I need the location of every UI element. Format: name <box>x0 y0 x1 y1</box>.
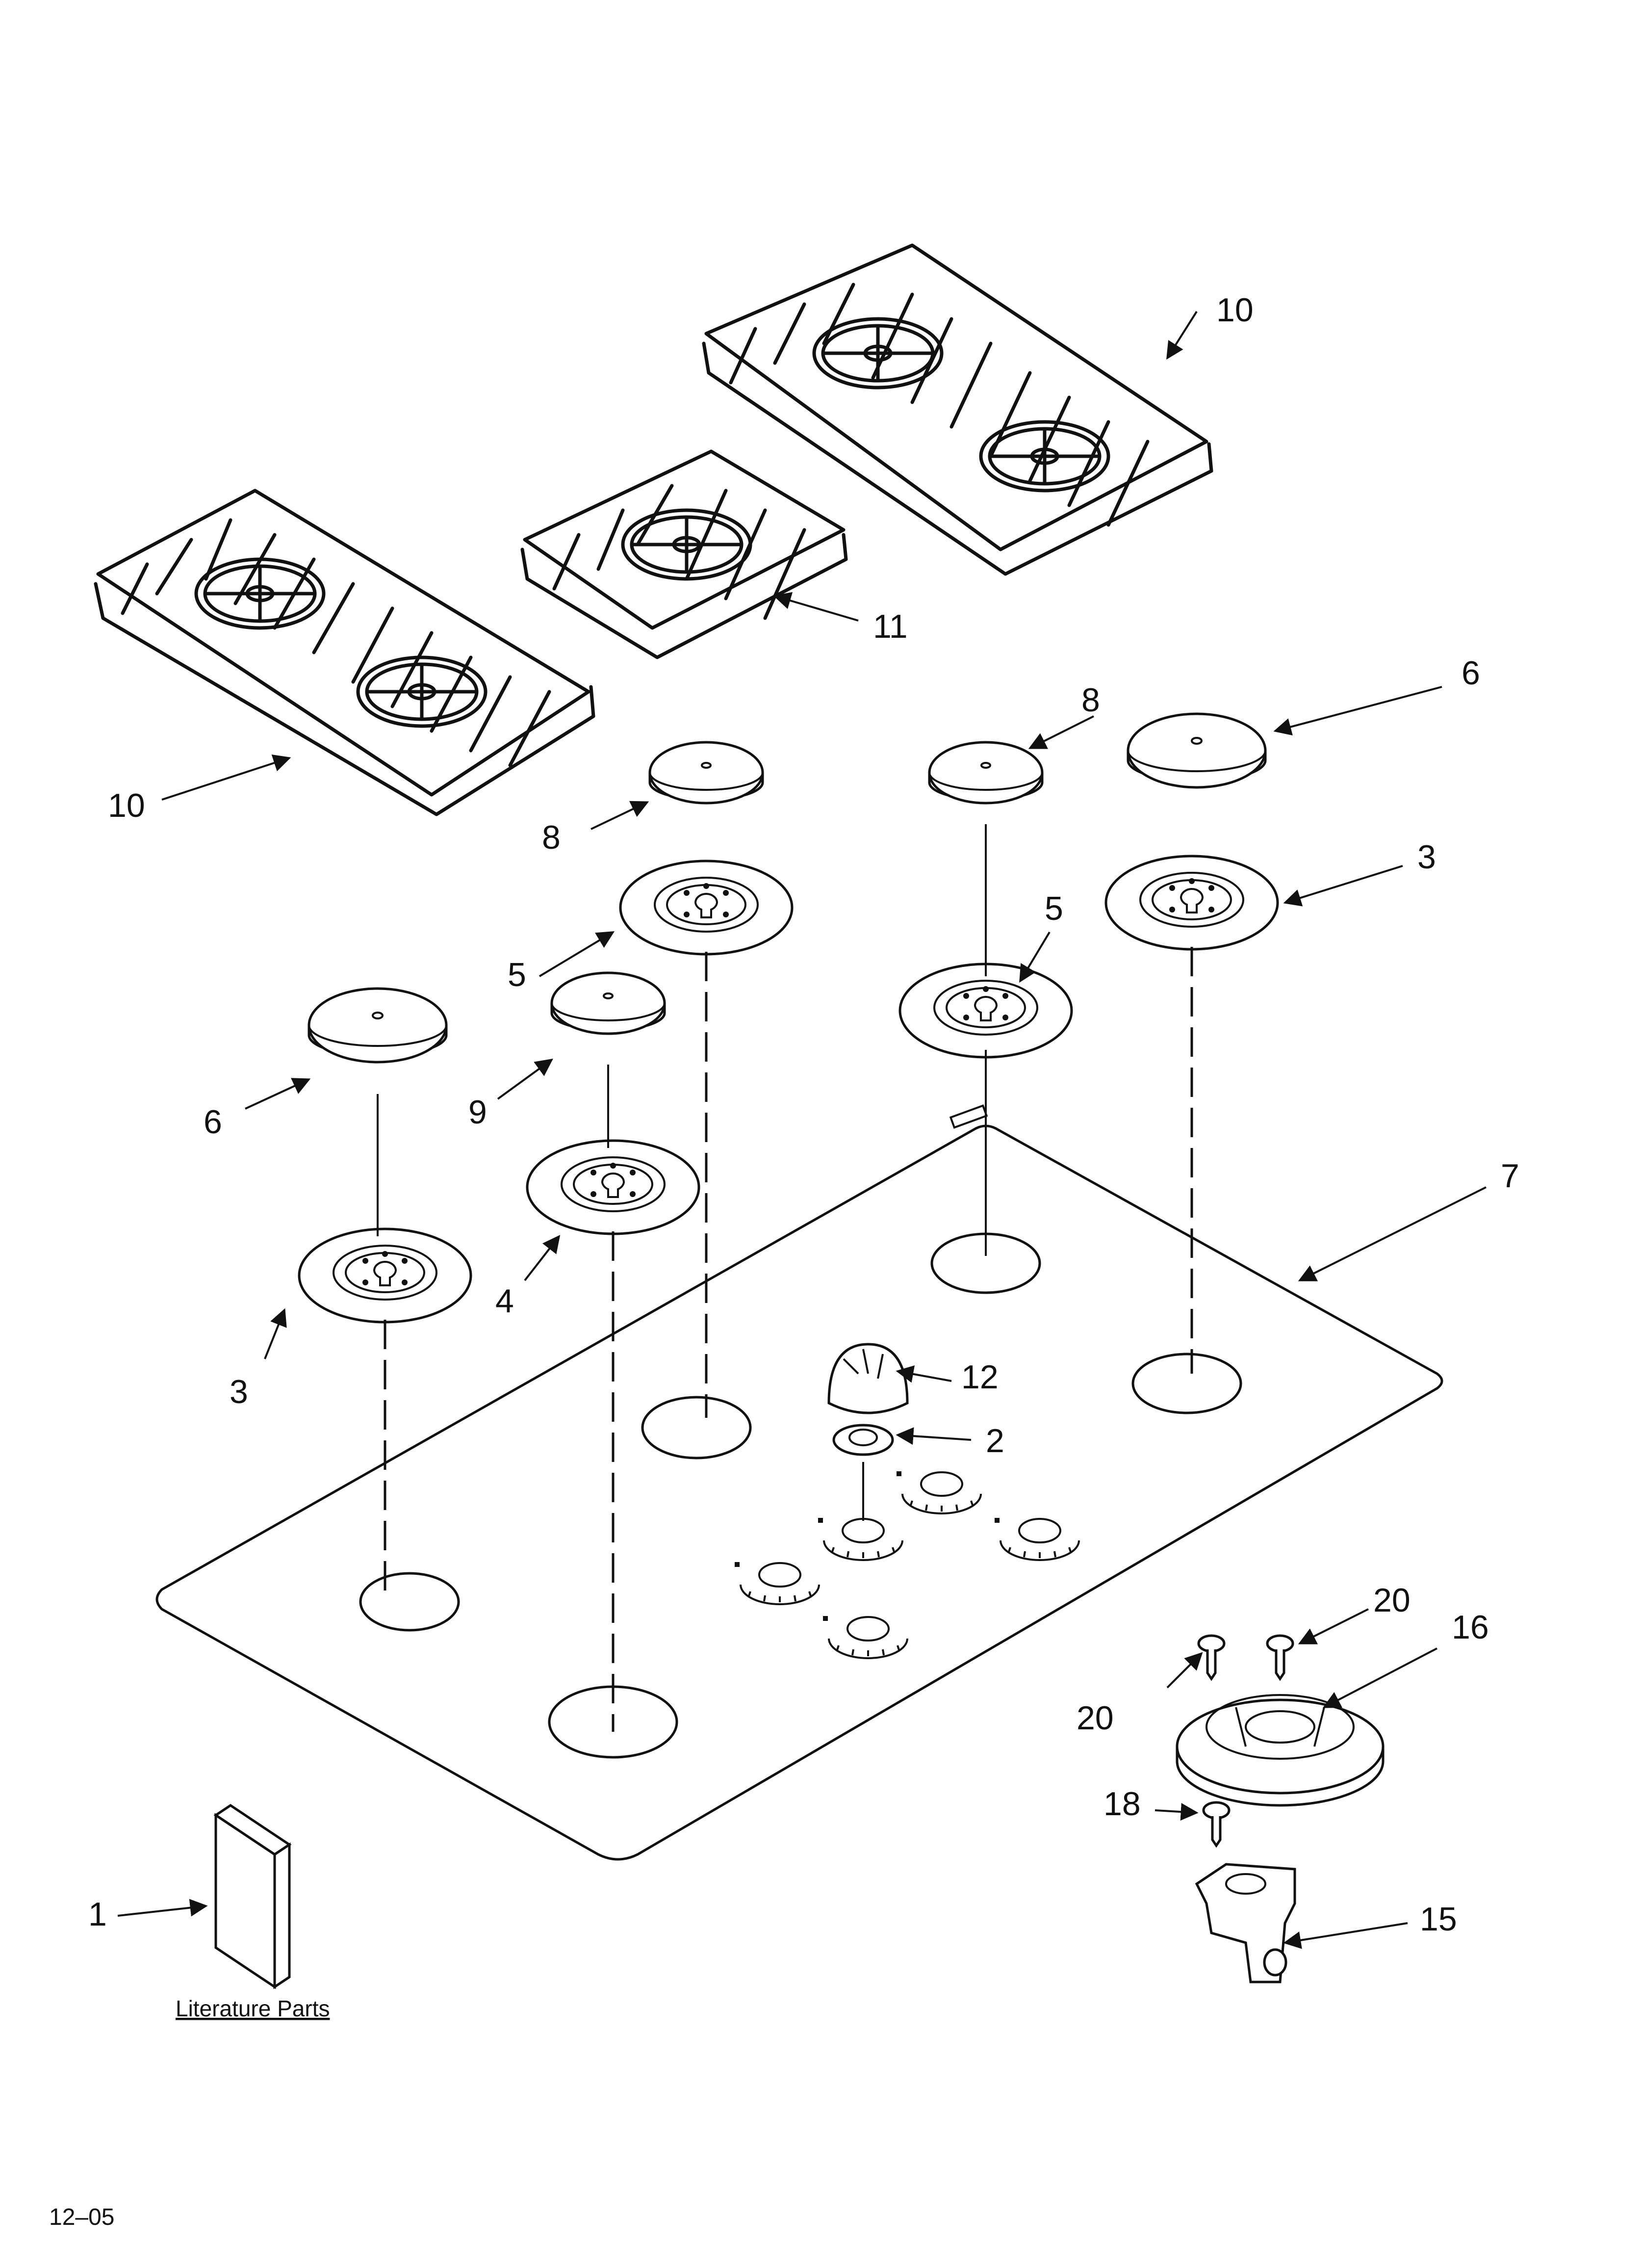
callout-16: 16 <box>1452 1609 1489 1646</box>
literature-parts-label: Literature Parts <box>176 1996 330 2021</box>
knob-bezel <box>832 1424 894 1456</box>
callout-15: 15 <box>1420 1901 1457 1938</box>
grate-double-right <box>702 243 1213 576</box>
callout-4: 4 <box>495 1282 514 1320</box>
callout-20-left: 20 <box>1077 1699 1114 1737</box>
burner-head-3-right <box>1106 856 1278 949</box>
callout-5-right: 5 <box>1045 890 1063 927</box>
literature-parts-book <box>213 1803 292 1989</box>
burner-cap-6-left <box>309 989 446 1062</box>
date-code: 12–05 <box>49 2204 114 2230</box>
callout-3-left: 3 <box>230 1373 248 1410</box>
callout-18: 18 <box>1103 1785 1141 1823</box>
callout-20-right: 20 <box>1373 1582 1411 1619</box>
callout-10-right: 10 <box>1216 291 1254 329</box>
control-knob <box>827 1343 909 1414</box>
leader-arrows <box>117 311 1487 1949</box>
callout-9: 9 <box>468 1094 487 1131</box>
burner-head-5-right <box>900 964 1072 1057</box>
callout-12: 12 <box>961 1358 999 1396</box>
callout-10-left: 10 <box>108 787 145 824</box>
callout-1: 1 <box>88 1896 107 1933</box>
screw-20-right <box>1266 1634 1294 1681</box>
burner-cap-9 <box>552 973 665 1034</box>
orifice-holder <box>1195 1863 1296 1983</box>
callout-8-right: 8 <box>1081 681 1100 719</box>
burner-head-5-left <box>620 861 792 954</box>
callout-5-left: 5 <box>508 956 526 993</box>
burner-cap-8-left <box>650 742 763 803</box>
callout-11: 11 <box>873 608 908 645</box>
callout-6-right: 6 <box>1462 654 1480 692</box>
cooktop-glass-panel <box>155 1104 1443 1861</box>
burner-cap-8-right <box>929 742 1042 803</box>
alignment-lines <box>377 824 1193 1732</box>
screw-20-left <box>1197 1634 1226 1681</box>
callout-2: 2 <box>986 1422 1004 1460</box>
burner-head-3-left <box>299 1229 471 1322</box>
callout-8-left: 8 <box>542 819 561 856</box>
burner-base <box>1176 1694 1385 1807</box>
callout-7: 7 <box>1501 1157 1519 1195</box>
burner-cap-6-right <box>1128 714 1265 787</box>
callout-3-right: 3 <box>1417 838 1436 876</box>
callout-labels: 10 11 10 8 8 6 3 5 5 6 9 4 3 7 12 2 20 1… <box>88 291 1519 1938</box>
screw-18 <box>1202 1801 1231 1848</box>
callout-6-left: 6 <box>204 1103 222 1141</box>
grate-single-center <box>520 449 848 659</box>
grate-double-left <box>94 489 595 816</box>
burner-head-4 <box>527 1141 699 1234</box>
